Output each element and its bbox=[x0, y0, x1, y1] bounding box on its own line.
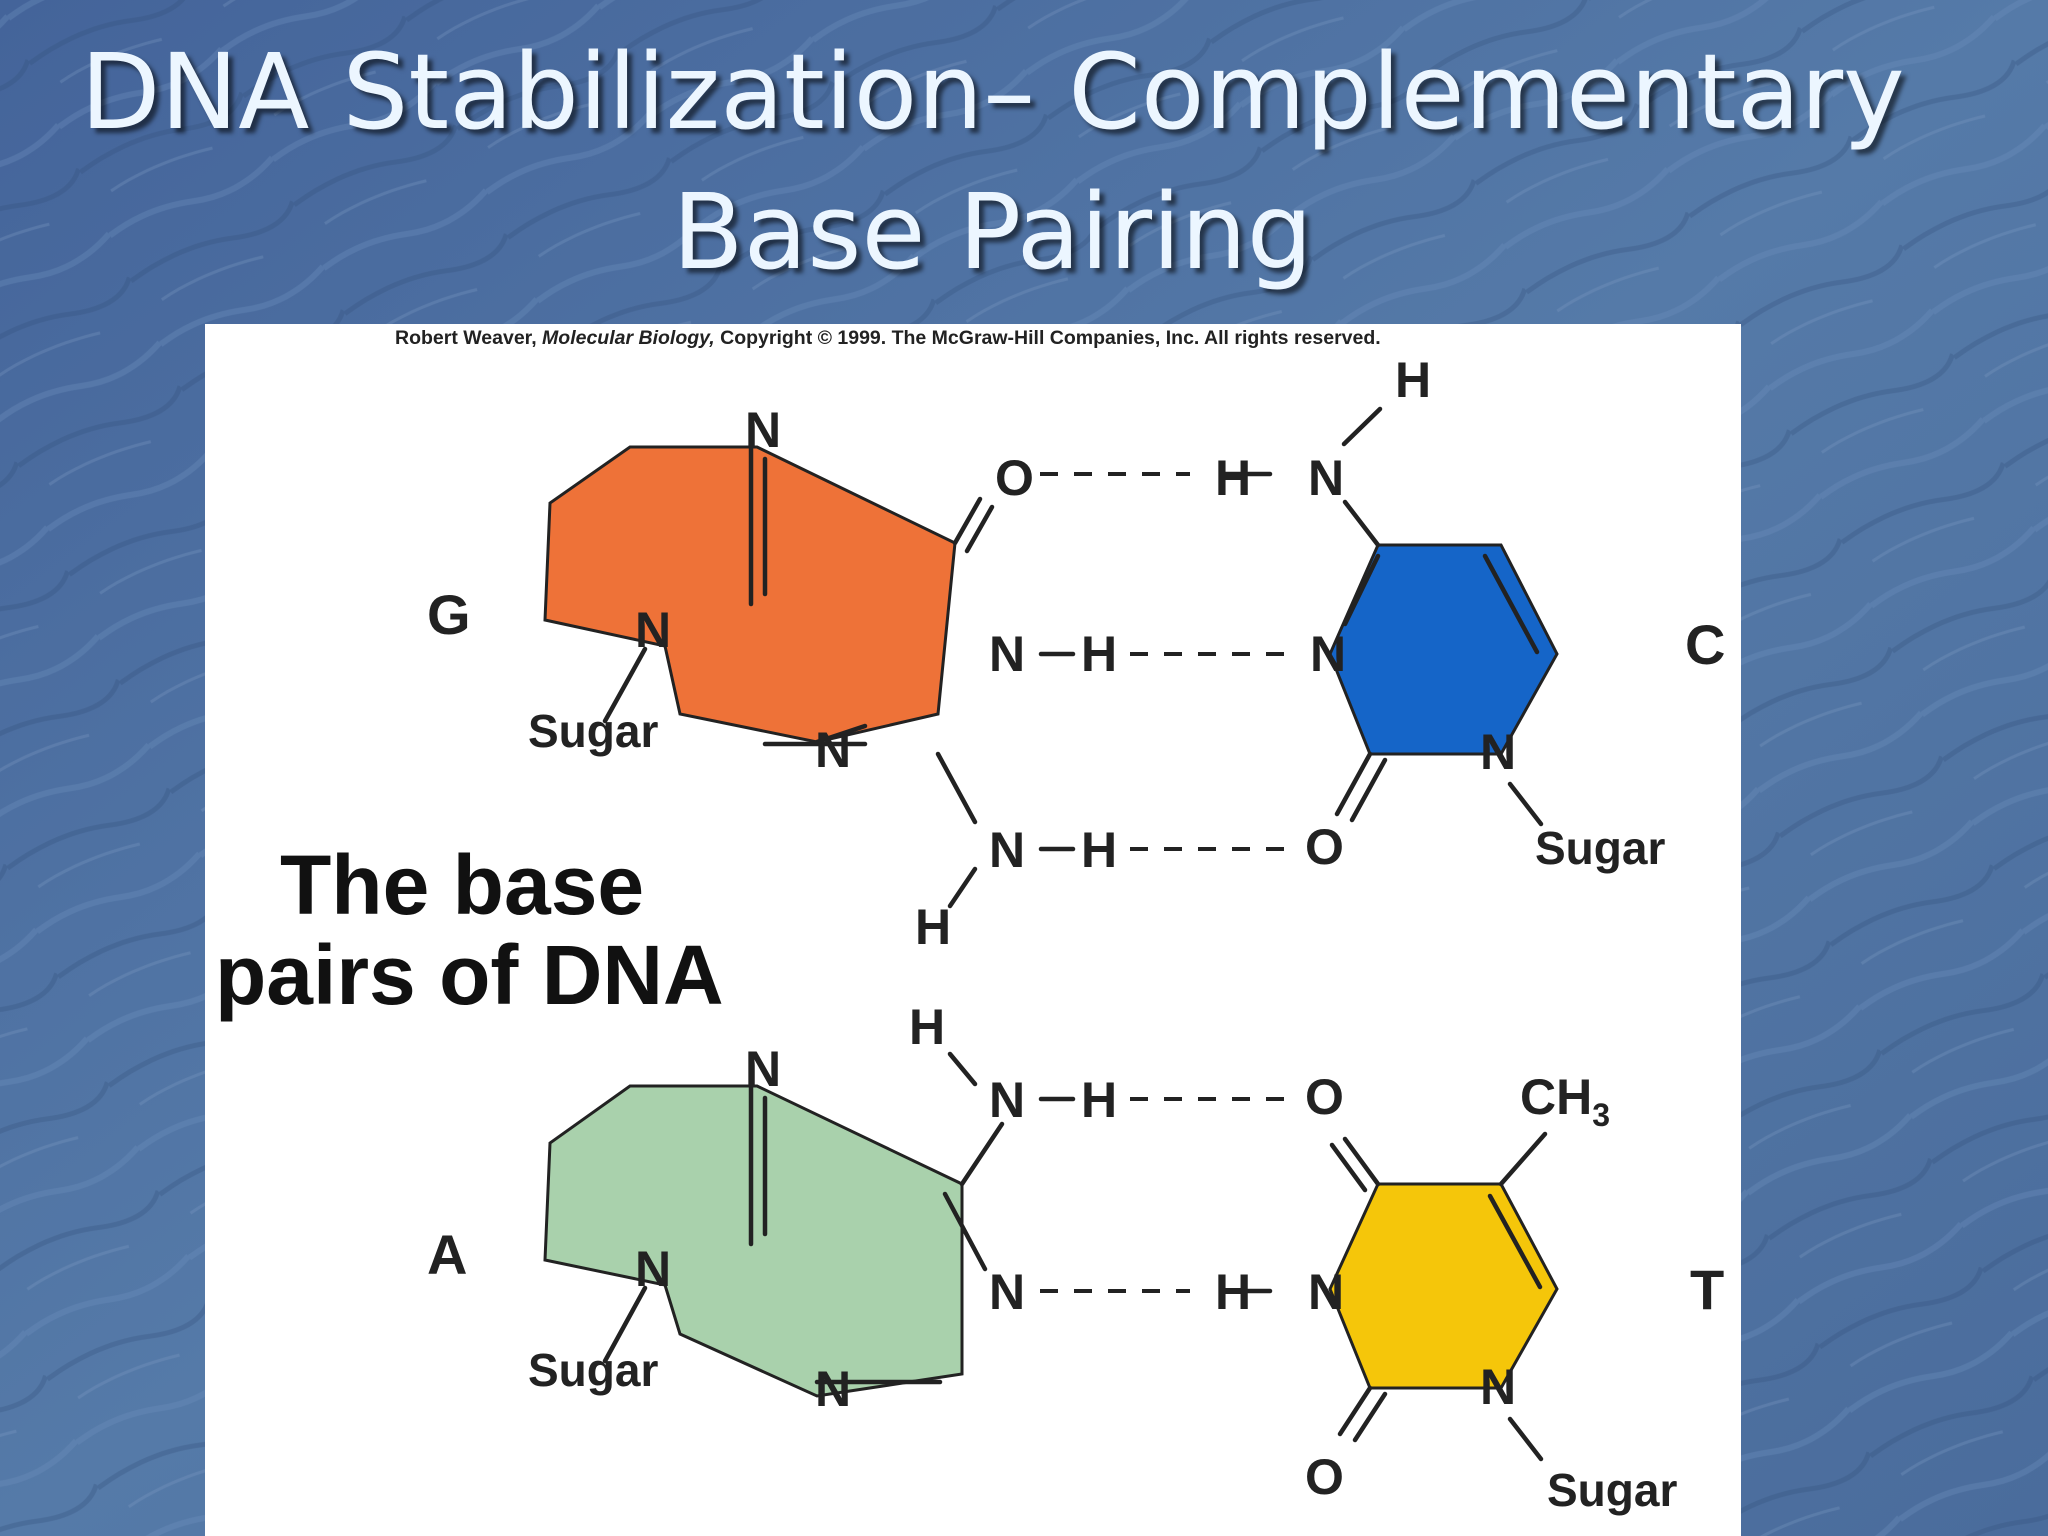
atom-n: N bbox=[745, 1041, 781, 1097]
slide-title: DNA Stabilization– Complementary Base Pa… bbox=[0, 22, 1985, 302]
credit-book: Molecular Biology, bbox=[542, 327, 715, 349]
atom-n: N bbox=[1308, 1264, 1344, 1320]
atom-n: N bbox=[745, 402, 781, 458]
atom-h: H bbox=[915, 899, 951, 955]
adenine-molecule bbox=[543, 1051, 1005, 1398]
atom-h: H bbox=[1081, 626, 1117, 682]
base-pairs-diagram: Robert Weaver, Molecular Biology, Copyri… bbox=[215, 327, 1725, 1516]
slide-title-line-1: DNA Stabilization– Complementary bbox=[80, 31, 1905, 153]
thymine-molecule bbox=[1328, 1131, 1559, 1462]
figure-credit: Robert Weaver, Molecular Biology, Copyri… bbox=[395, 327, 1381, 349]
atom-n: N bbox=[989, 822, 1025, 878]
atom-n: N bbox=[989, 1072, 1025, 1128]
slide-title-line-2: Base Pairing bbox=[672, 171, 1313, 293]
atom-n: N bbox=[989, 1264, 1025, 1320]
atom-h: H bbox=[909, 999, 945, 1055]
guanine-molecule bbox=[543, 444, 995, 909]
adenine-ring bbox=[543, 1084, 964, 1398]
thymine-ring bbox=[1328, 1182, 1559, 1390]
atom-h: H bbox=[1215, 1264, 1251, 1320]
atom-h: H bbox=[1395, 352, 1431, 408]
credit-rest: Copyright © 1999. The McGraw-Hill Compan… bbox=[720, 327, 1381, 349]
caption-line-1: The base bbox=[280, 838, 644, 932]
atom-h: H bbox=[1081, 822, 1117, 878]
credit-author: Robert Weaver, bbox=[395, 327, 537, 349]
atom-o: O bbox=[1305, 819, 1344, 875]
atom-n: N bbox=[1480, 724, 1516, 780]
atom-o: O bbox=[1305, 1069, 1344, 1125]
atom-n: N bbox=[989, 626, 1025, 682]
atom-o: O bbox=[995, 450, 1034, 506]
cytosine-molecule bbox=[1328, 406, 1559, 827]
base-label-c: C bbox=[1685, 613, 1725, 676]
thymine-sugar-label: Sugar bbox=[1547, 1464, 1677, 1516]
cytosine-sugar-label: Sugar bbox=[1535, 822, 1665, 874]
atom-h: H bbox=[1081, 1072, 1117, 1128]
caption-line-2: pairs of DNA bbox=[215, 928, 724, 1022]
methyl-group: CH3 bbox=[1520, 1069, 1610, 1133]
atom-n: N bbox=[815, 722, 851, 778]
atom-n: N bbox=[815, 1361, 851, 1417]
atom-n: N bbox=[1310, 626, 1346, 682]
guanine-sugar-label: Sugar bbox=[528, 705, 658, 757]
atom-o: O bbox=[1305, 1449, 1344, 1505]
atom-n: N bbox=[1480, 1359, 1516, 1415]
cytosine-ring bbox=[1328, 543, 1559, 756]
atom-n: N bbox=[635, 1241, 671, 1297]
base-label-a: A bbox=[427, 1223, 467, 1286]
atom-n: N bbox=[1308, 450, 1344, 506]
base-pairs-figure: Robert Weaver, Molecular Biology, Copyri… bbox=[205, 324, 1741, 1536]
atom-h: H bbox=[1215, 450, 1251, 506]
adenine-sugar-label: Sugar bbox=[528, 1344, 658, 1396]
base-label-g: G bbox=[427, 583, 471, 646]
base-label-t: T bbox=[1690, 1258, 1724, 1321]
atom-n: N bbox=[635, 602, 671, 658]
